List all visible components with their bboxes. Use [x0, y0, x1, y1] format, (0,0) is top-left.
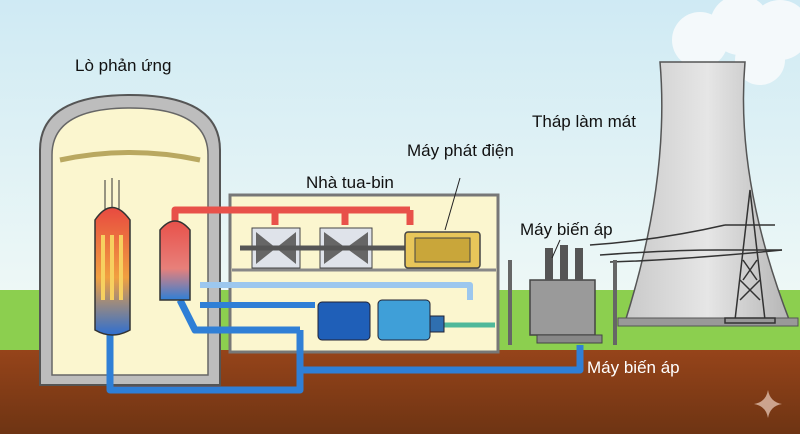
- label-reactor: Lò phản ứng: [75, 56, 171, 75]
- label-generator: Máy phát điện: [407, 141, 514, 160]
- pump: [429, 315, 445, 333]
- crane-rail: [59, 150, 201, 163]
- generator-leader-line: [444, 177, 461, 231]
- transformer-leader-line: [551, 239, 561, 259]
- label-turbine-hall: Nhà tua-bin: [306, 173, 394, 192]
- cloud: [672, 0, 800, 85]
- sparkle-icon: [754, 390, 782, 418]
- label-transformer-bottom: Máy biến áp: [587, 358, 680, 377]
- label-transformer: Máy biến áp: [520, 220, 613, 239]
- cooling-tower-base: [617, 317, 799, 327]
- label-cooling-tower: Tháp làm mát: [532, 112, 636, 131]
- transformer: [508, 245, 617, 345]
- reactor-vessel: [94, 178, 131, 336]
- pipes: [106, 206, 584, 394]
- steam-generator: [159, 220, 191, 301]
- condenser-tank: [377, 299, 431, 341]
- power-pylon: [589, 189, 783, 324]
- generator-winding: [414, 237, 471, 263]
- pump-motor: [317, 301, 371, 341]
